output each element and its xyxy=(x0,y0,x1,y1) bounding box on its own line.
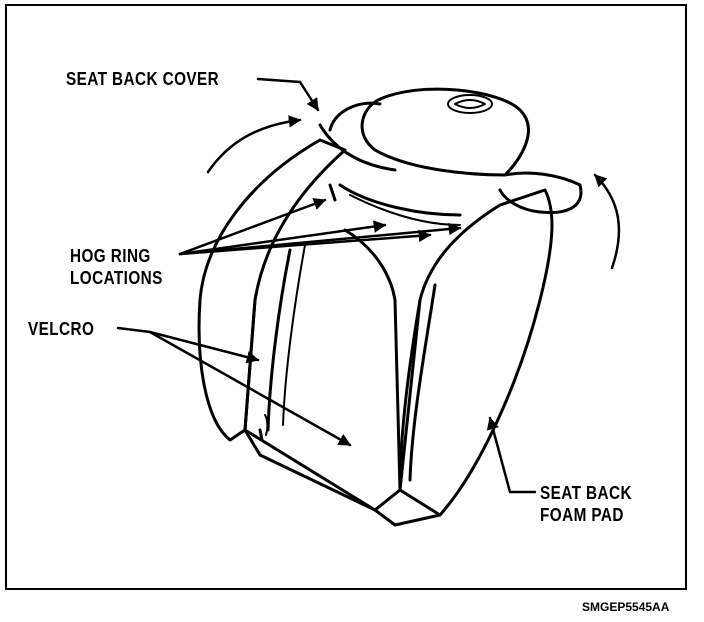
seat-back-cover-leader xyxy=(256,77,320,112)
seat-back-cover-label: SEAT BACK COVER xyxy=(66,69,220,89)
hog-ring-locations-label-line2: LOCATIONS xyxy=(70,268,163,288)
foam-pad-leader xyxy=(486,416,537,494)
figure-code: SMGEP5545AA xyxy=(582,600,670,614)
fold-arrows xyxy=(206,115,621,270)
figure-frame xyxy=(5,4,687,590)
foam-pad-body xyxy=(197,138,554,527)
fold-arrow-left xyxy=(206,115,302,174)
seat-back-cover xyxy=(318,87,583,226)
hog-ring-leader-2 xyxy=(178,220,387,256)
velcro-leader-2 xyxy=(148,330,352,447)
leader-lines xyxy=(116,77,537,494)
hog-ring-leader-4 xyxy=(178,222,462,256)
hog-ring-locations-label-line1: HOG RING xyxy=(70,246,151,266)
foam-pad-label-line2: FOAM PAD xyxy=(540,505,624,525)
velcro-label: VELCRO xyxy=(28,319,95,339)
fold-arrow-right xyxy=(593,173,621,270)
foam-pad-label-line1: SEAT BACK xyxy=(540,483,632,503)
hog-ring-leader-1 xyxy=(178,198,327,256)
